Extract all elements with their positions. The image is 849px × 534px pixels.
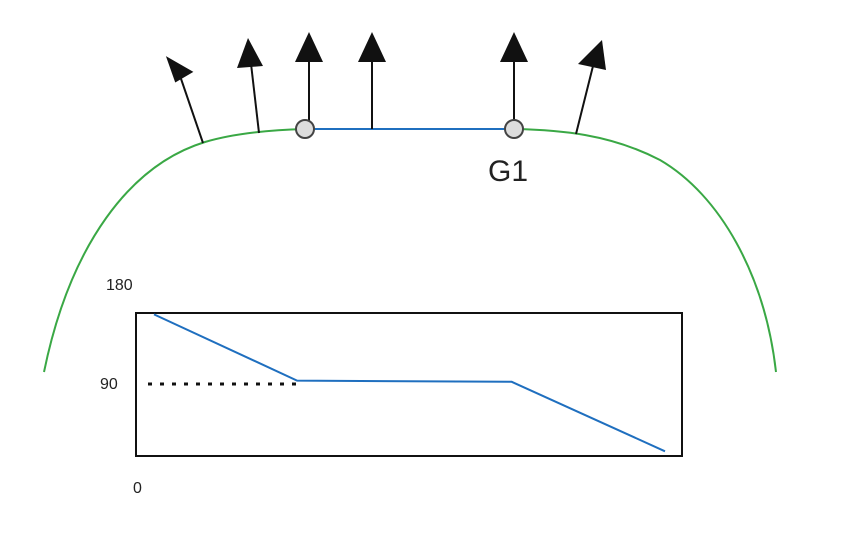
surface-curve-right (514, 128, 777, 373)
circle-marker (504, 119, 524, 139)
normal-arrows (165, 32, 606, 144)
y-tick-label: 90 (100, 376, 118, 393)
surface-curve (43, 128, 306, 373)
arrow-up-icon (578, 40, 606, 70)
arrow-up-icon (358, 32, 386, 62)
y-tick-label: 180 (106, 277, 133, 294)
arrow-up-icon (249, 54, 260, 134)
arrow-up-icon (165, 56, 194, 83)
y-tick-label: 0 (133, 480, 142, 497)
arrow-up-icon (575, 61, 595, 135)
arrow-up-icon (177, 69, 204, 144)
circle-marker (295, 119, 315, 139)
plot-frame (135, 312, 683, 457)
series-line (153, 313, 666, 453)
arrow-up-icon (500, 32, 528, 62)
point-label-g1: G1 (488, 155, 528, 188)
arrow-up-icon (295, 32, 323, 62)
arrow-up-icon (237, 38, 263, 68)
